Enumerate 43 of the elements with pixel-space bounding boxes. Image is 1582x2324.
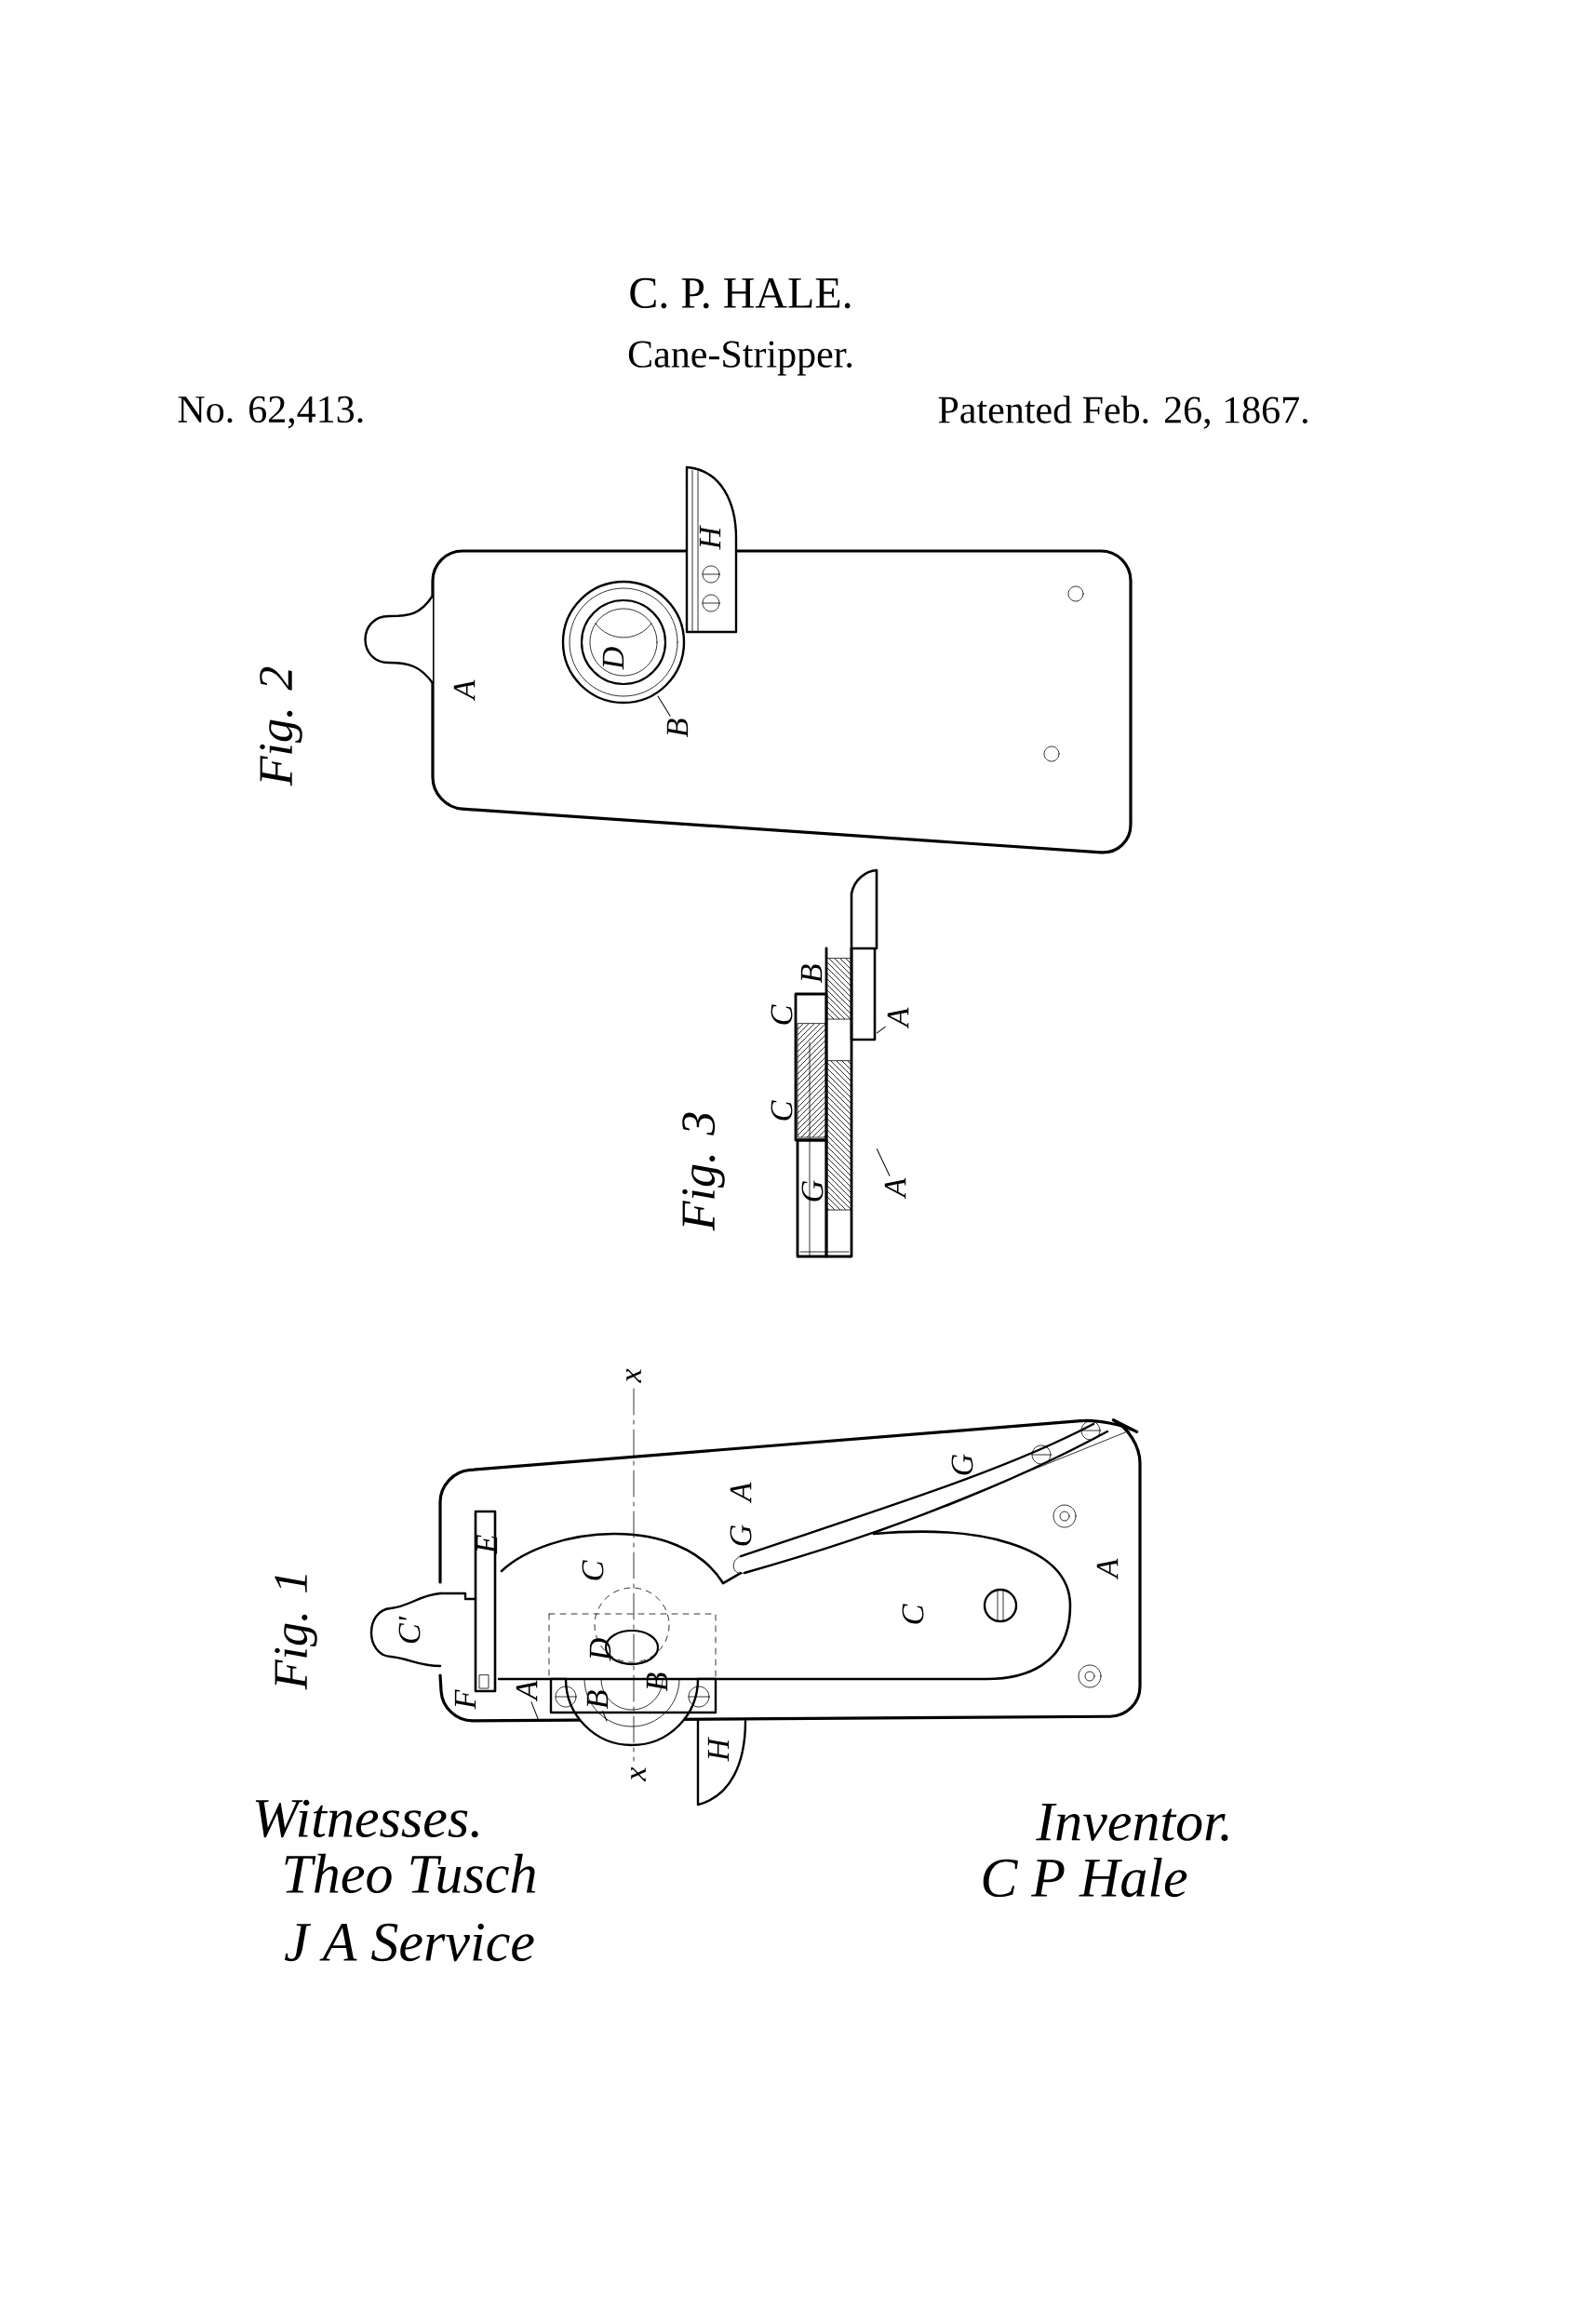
reference-letter: G — [951, 1454, 973, 1475]
reference-letter: B — [800, 964, 823, 984]
signature: Witnesses. — [255, 1799, 478, 1838]
reference-letter: H — [699, 525, 721, 550]
reference-letter: A — [887, 1007, 909, 1029]
leader-line — [876, 1149, 891, 1176]
cross-section-drawing — [794, 992, 828, 1142]
cross-section-drawing — [825, 1060, 852, 1211]
title: C. P. HALE. — [630, 277, 851, 309]
reference-letter: A — [1096, 1558, 1119, 1580]
reference-letter: D — [602, 647, 624, 670]
leader-line — [876, 1026, 886, 1034]
reference-letter: x — [631, 1767, 646, 1781]
header-text: Patented Feb. 26, 1867. — [938, 396, 1307, 429]
reference-letter: x — [626, 1368, 641, 1383]
reference-letter: C — [582, 1560, 604, 1580]
header-text: Cane-Stripper. — [628, 341, 852, 376]
signature: J A Service — [285, 1923, 534, 1962]
reference-letter: C' — [398, 1616, 421, 1644]
reference-letter: B — [586, 1690, 609, 1710]
reference-letter: A — [516, 1680, 538, 1702]
reference-letter: D — [589, 1638, 611, 1661]
reference-letter: A — [453, 679, 476, 702]
reference-letter: F — [454, 1689, 476, 1710]
figure-label: Fig. 3 — [682, 1112, 725, 1231]
reference-letter: C — [902, 1604, 924, 1624]
signature: Inventor. — [1036, 1803, 1228, 1842]
figure-label: Fig. 1 — [275, 1575, 317, 1690]
reference-letter: B — [666, 719, 689, 738]
leader-line — [530, 1701, 540, 1722]
cross-section-drawing — [799, 868, 878, 1257]
signature: C P Hale — [983, 1857, 1187, 1898]
leader-line — [602, 1711, 608, 1722]
reference-letter: G — [730, 1525, 752, 1546]
leader-line — [657, 695, 671, 717]
cross-section-drawing — [796, 947, 853, 1258]
signature: Theo Tusch — [285, 1853, 536, 1894]
header-text: No. 62,413. — [178, 396, 363, 429]
reference-letter: A — [730, 1482, 752, 1504]
reference-letter: A — [884, 1177, 906, 1200]
reference-letter: H — [707, 1737, 730, 1762]
figure-label: Fig. 2 — [260, 666, 302, 786]
reference-letter: G — [801, 1180, 824, 1202]
